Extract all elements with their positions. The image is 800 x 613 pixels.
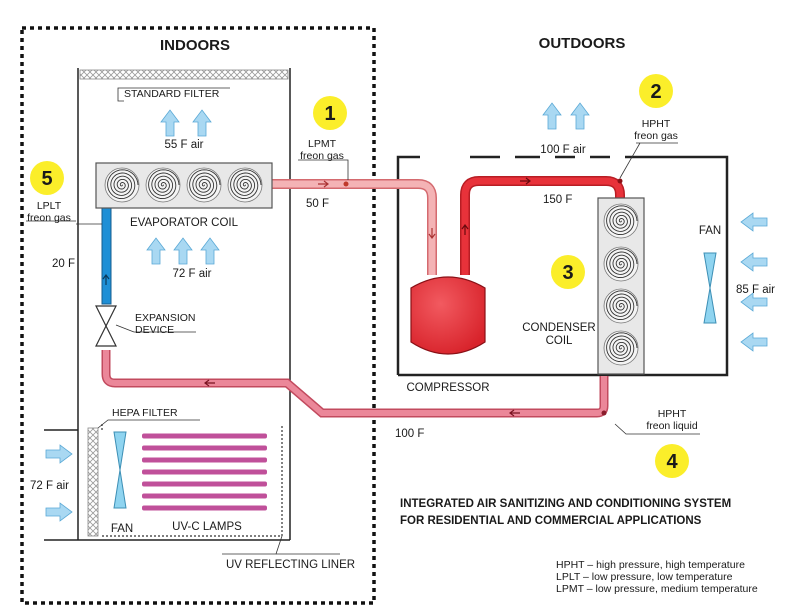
air-arrow-up xyxy=(146,237,166,265)
uv-c-lamps xyxy=(142,433,267,511)
badge-number-2: 2 xyxy=(650,81,661,103)
air-arrow-up xyxy=(570,102,590,130)
uv-c-lamps-label: UV-C LAMPS xyxy=(172,521,242,533)
standard-filter-label: STANDARD FILTER xyxy=(124,88,220,100)
indoors-heading: INDOORS xyxy=(160,37,230,54)
badge-number-3: 3 xyxy=(562,262,573,284)
temp-20-label: 20 F xyxy=(52,258,75,270)
evaporator-coil-label: EVAPORATOR COIL xyxy=(130,217,239,229)
expansion-device xyxy=(95,305,117,347)
standard-filter xyxy=(79,69,289,80)
air-55-label: 55 F air xyxy=(165,139,204,151)
air-arrow-up xyxy=(192,109,212,137)
lpmt-line1: LPMT xyxy=(308,138,337,150)
step-badge-4: 4 xyxy=(655,444,689,478)
badge-number-4: 4 xyxy=(666,451,678,473)
hepa-filter xyxy=(87,427,99,537)
refrigerant-piping xyxy=(101,176,625,418)
temp-150-label: 150 F xyxy=(543,194,572,206)
condenser-coil xyxy=(597,197,645,375)
step-badge-5: 5 xyxy=(30,161,64,195)
uv-c-lamp-tube xyxy=(142,469,267,475)
legend-lpmt: LPMT – low pressure, medium temperature xyxy=(556,583,758,595)
condenser-line1: CONDENSER xyxy=(522,322,595,334)
condenser-line2: COIL xyxy=(546,335,573,347)
uv-c-lamp-tube xyxy=(142,445,267,451)
uv-c-lamp-tube xyxy=(142,505,267,511)
air-85-label: 85 F air xyxy=(736,284,775,296)
air-arrow-left xyxy=(740,252,768,272)
outdoor-fan-label: FAN xyxy=(699,225,721,237)
uv-c-lamp-tube xyxy=(142,457,267,463)
uv-reflecting-liner xyxy=(101,424,283,537)
indoors-boundary xyxy=(20,26,376,605)
evaporator-spiral xyxy=(189,169,221,200)
evaporator-spiral xyxy=(107,169,139,200)
step-badge-2: 2 xyxy=(639,74,673,108)
air-arrow-up xyxy=(200,237,220,265)
system-title-line2: FOR RESIDENTIAL AND COMMERCIAL APPLICATI… xyxy=(400,515,702,527)
hepa-filter-label: HEPA FILTER xyxy=(112,407,178,419)
legend-hpht: HPHT – high pressure, high temperature xyxy=(556,559,745,571)
evaporator-coil xyxy=(95,162,273,209)
air-arrow-left xyxy=(740,212,768,232)
hpht-liquid-line2: freon liquid xyxy=(646,420,698,432)
hpht-gas-line1: HPHT xyxy=(642,118,671,130)
system-title-line1: INTEGRATED AIR SANITIZING AND CONDITIONI… xyxy=(400,498,731,510)
air-72-top-label: 72 F air xyxy=(173,268,212,280)
step-badge-3: 3 xyxy=(551,255,585,289)
expansion-line1: EXPANSION xyxy=(135,312,196,324)
outdoors-heading: OUTDOORS xyxy=(539,35,626,52)
evaporator-spiral xyxy=(230,169,262,200)
condenser-spiral xyxy=(606,248,638,279)
outdoor-unit-cabinet xyxy=(396,155,729,377)
lpmt-line2: freon gas xyxy=(300,150,344,162)
air-100-label: 100 F air xyxy=(540,144,586,156)
air-arrow-up xyxy=(542,102,562,130)
air-arrow-left xyxy=(740,332,768,352)
step-badge-1: 1 xyxy=(313,96,347,130)
hpht-gas-line2: freon gas xyxy=(634,130,678,142)
uv-c-lamp-tube xyxy=(142,493,267,499)
air-flow-arrows xyxy=(45,102,768,522)
lplt-line2: freon gas xyxy=(27,212,71,224)
expansion-line2: DEVICE xyxy=(135,324,174,336)
air-arrow-right xyxy=(45,444,73,464)
temp-50-label: 50 F xyxy=(306,198,329,210)
uv-c-lamp-tube xyxy=(142,481,267,487)
compressor-label: COMPRESSOR xyxy=(406,382,489,394)
temp-100-label: 100 F xyxy=(395,428,424,440)
condenser-spiral xyxy=(606,290,638,321)
air-arrow-up xyxy=(173,237,193,265)
condenser-spiral xyxy=(606,205,638,236)
uv-liner-label: UV REFLECTING LINER xyxy=(226,559,355,571)
air-arrow-left xyxy=(740,292,768,312)
legend-lplt: LPLT – low pressure, low temperature xyxy=(556,571,733,583)
air-arrow-up xyxy=(160,109,180,137)
condenser-spiral xyxy=(606,332,638,363)
badge-number-5: 5 xyxy=(41,168,52,190)
uv-c-lamp-tube xyxy=(142,433,267,439)
air-handler-cabinet xyxy=(44,68,291,541)
hpht-liquid-line1: HPHT xyxy=(658,408,687,420)
indoor-fan xyxy=(113,431,127,509)
leader-lines xyxy=(26,87,700,555)
evaporator-spiral xyxy=(148,169,180,200)
air-72-left-label: 72 F air xyxy=(30,480,69,492)
indoor-fan-label: FAN xyxy=(111,523,133,535)
air-arrow-right xyxy=(45,502,73,522)
outdoor-fan xyxy=(703,252,717,324)
compressor-unit xyxy=(410,276,486,355)
lplt-line1: LPLT xyxy=(37,200,62,212)
badge-number-1: 1 xyxy=(324,103,335,125)
